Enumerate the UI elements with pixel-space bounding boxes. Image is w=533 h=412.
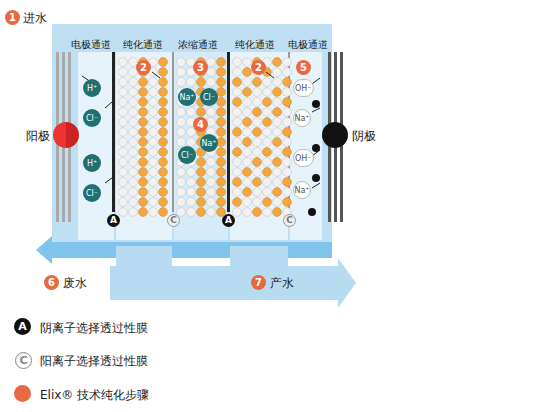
cell-body: [52, 24, 332, 246]
channel-label: 电极通道: [288, 40, 328, 50]
waste-label: 废水: [63, 277, 87, 289]
membrane-letter: A: [222, 214, 235, 227]
callout-number: 6: [44, 275, 59, 290]
ion-label: H⁺: [87, 159, 97, 168]
product-label: 产水: [270, 277, 294, 289]
channel-label: 纯化通道: [235, 40, 275, 50]
ion-label: Na⁺: [294, 114, 309, 123]
membrane-letter: A: [107, 214, 120, 227]
legend-text: 阴离子选择透过性膜: [40, 320, 148, 337]
legend-symbol: C: [15, 352, 32, 369]
ion-circle: Cl⁻: [178, 146, 196, 164]
channel-label: 纯化通道: [123, 40, 163, 50]
ion-label: Na⁺: [179, 93, 194, 102]
callout-number: 4: [193, 117, 208, 132]
callout-number: 3: [193, 60, 208, 75]
legend-swatch: [14, 385, 31, 402]
membrane-letter: C: [167, 214, 180, 227]
callout-number: 7: [251, 275, 266, 290]
anode-label: 阳极: [26, 130, 50, 142]
ion-label: OH⁻: [295, 84, 312, 93]
callout-number: 2: [251, 60, 266, 75]
callout-number: 2: [136, 60, 151, 75]
ion-label: Cl⁻: [86, 189, 98, 198]
ion-label: Na⁺: [201, 139, 216, 148]
callout-number: 5: [296, 60, 311, 75]
ion-circle: Cl⁻: [83, 109, 101, 127]
ion-label: Na⁺: [294, 186, 309, 195]
legend-text: 阳离子选择透过性膜: [40, 353, 148, 370]
ion-circle: OH⁻: [293, 79, 314, 97]
membrane-letter: C: [283, 214, 296, 227]
callout-number: 1: [5, 10, 20, 25]
ion-label: H⁺: [87, 84, 97, 93]
ion-circle: H⁺: [83, 79, 101, 97]
ion-label: OH⁻: [295, 154, 312, 163]
ion-circle: Cl⁻: [200, 88, 218, 106]
cathode-label: 阴极: [352, 130, 376, 142]
ion-label: Cl⁻: [86, 114, 98, 123]
legend-symbol: A: [14, 318, 31, 335]
ion-circle: Cl⁻: [83, 184, 101, 202]
ion-circle: OH⁻: [293, 149, 314, 167]
channel-label: 浓缩通道: [178, 40, 218, 50]
ion-circle: H⁺: [83, 154, 101, 172]
ion-circle: Na⁺: [293, 109, 311, 127]
ion-circle: Na⁺: [293, 181, 311, 199]
ion-label: Cl⁻: [203, 93, 215, 102]
ion-circle: Na⁺: [178, 88, 196, 106]
legend-text: Elix® 技术纯化步骤: [40, 387, 149, 404]
ion-circle: Na⁺: [200, 134, 218, 152]
inlet-label: 进水: [23, 12, 47, 24]
channel-label: 电极通道: [71, 40, 111, 50]
ion-label: Cl⁻: [181, 151, 193, 160]
